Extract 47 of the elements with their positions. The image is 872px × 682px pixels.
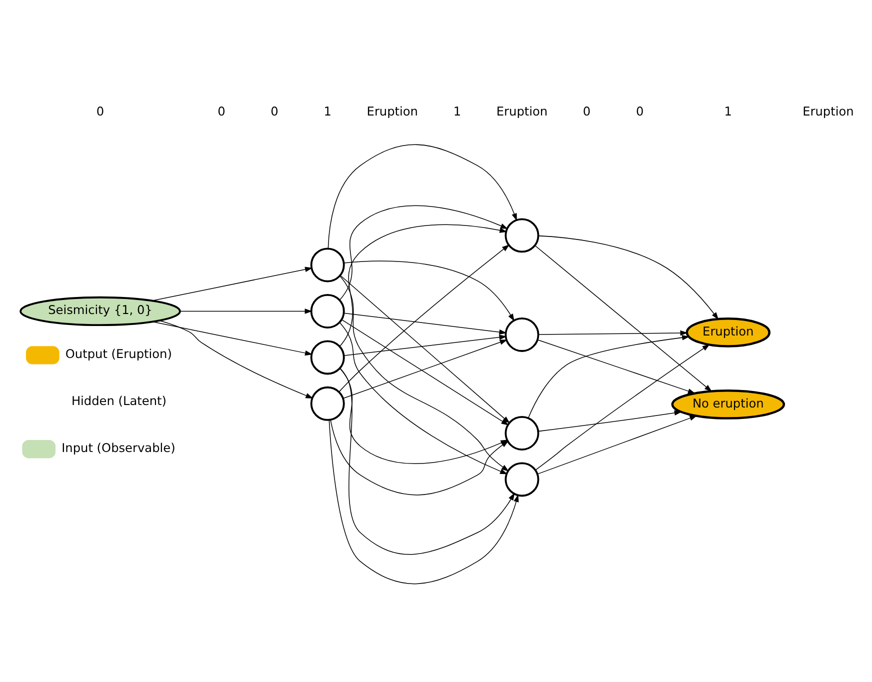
node-circle [310, 386, 345, 420]
label: Eruption [366, 104, 418, 118]
arrow [180, 308, 312, 314]
label: 0 [582, 104, 591, 118]
node-ellipse: Eruption [686, 316, 770, 347]
node-circle [504, 415, 540, 450]
arrow [159, 320, 314, 398]
node-circle [504, 316, 540, 352]
arrow [152, 266, 313, 301]
node-circle [310, 247, 345, 282]
arrow [338, 244, 510, 392]
arrow [341, 318, 509, 425]
arrow [537, 338, 696, 394]
arrow [343, 334, 507, 356]
arrow [535, 344, 710, 470]
label: 0 [636, 104, 644, 118]
label: 0 [218, 104, 226, 118]
arrow [339, 224, 508, 346]
label: 1 [724, 104, 732, 118]
node-circle [504, 462, 540, 496]
arrow [328, 144, 517, 249]
arrow [537, 414, 698, 474]
legend-label: Hidden (Latent) [71, 394, 167, 408]
legend-label: Input (Observable) [62, 440, 176, 455]
label: 1 [324, 104, 332, 118]
arrow [538, 410, 682, 432]
arrow [152, 320, 313, 356]
node-circle [310, 340, 345, 374]
node-circle [310, 293, 345, 328]
label: 0 [270, 104, 278, 118]
arrow [528, 334, 690, 418]
node-ellipse: Seismicity {1, 0} [20, 296, 181, 326]
arrow [342, 339, 508, 398]
legend-label: Output (Eruption) [65, 346, 172, 361]
arrow [328, 419, 519, 584]
label: Eruption [802, 104, 854, 118]
node-circle [504, 218, 540, 252]
arrow [339, 204, 508, 300]
label: 0 [96, 104, 104, 118]
arrow [343, 312, 507, 334]
arrow [538, 330, 688, 336]
arrow [538, 234, 719, 320]
label: Eruption [496, 104, 548, 118]
label: 1 [453, 104, 462, 118]
arrow [340, 367, 515, 554]
arrow [534, 244, 712, 392]
arrow [344, 260, 514, 321]
